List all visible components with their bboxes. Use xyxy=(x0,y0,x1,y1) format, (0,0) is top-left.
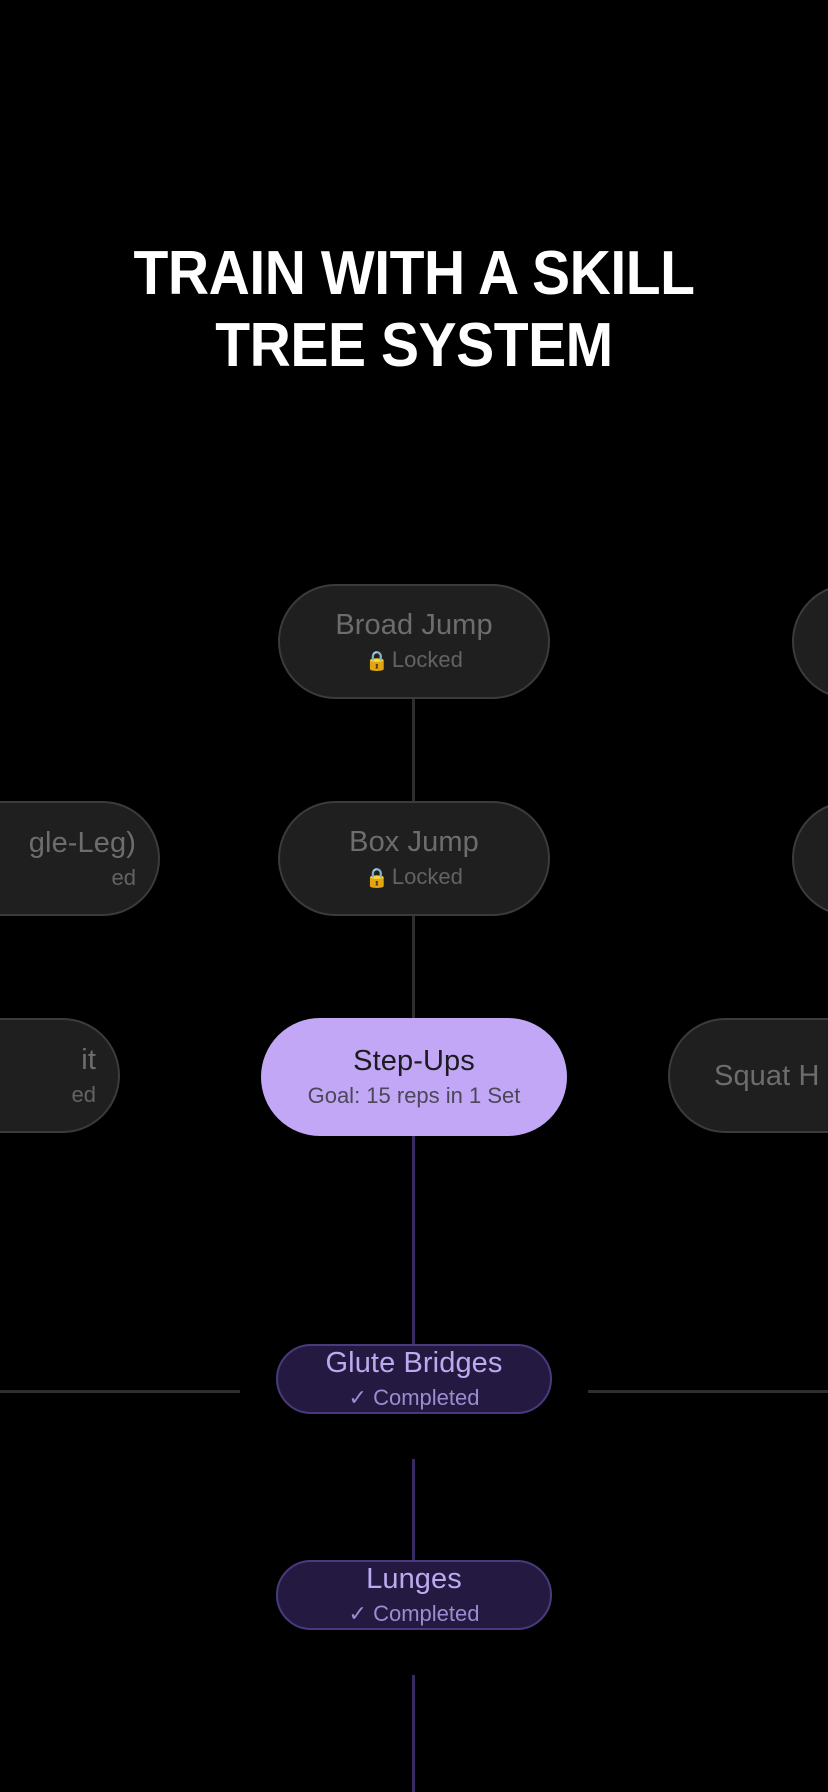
skill-node-status: ed xyxy=(111,864,136,890)
skill-node-title: Glute Bridges xyxy=(325,1347,503,1379)
edge-glute-lunges xyxy=(412,1459,415,1560)
skill-node-left-split[interactable]: it ed xyxy=(0,1018,120,1133)
edge-stepups-glute xyxy=(412,1136,415,1344)
skill-node-status-label: Locked xyxy=(391,863,463,889)
edge-glute-right xyxy=(588,1390,828,1393)
skill-node-status: ✓ Completed xyxy=(348,1601,480,1626)
skill-node-title: Box Jump xyxy=(349,825,479,858)
skill-node-title: Step-Ups xyxy=(353,1045,475,1077)
lock-icon: 🔒 xyxy=(365,650,389,672)
page-title: TRAIN WITH A SKILL TREE SYSTEM xyxy=(133,238,695,380)
skill-node-status: ed xyxy=(71,1081,96,1107)
skill-node-status: 🔒Locked xyxy=(365,646,463,676)
skill-node-lunges[interactable]: Lunges ✓ Completed xyxy=(276,1560,552,1630)
skill-node-right-mid[interactable] xyxy=(792,801,828,916)
skill-node-right-top[interactable] xyxy=(792,584,828,699)
skill-node-title: Lunges xyxy=(366,1563,462,1595)
skill-node-status: ✓ Completed xyxy=(348,1385,480,1410)
skill-node-title: Broad Jump xyxy=(335,608,493,641)
skill-node-glute-bridges[interactable]: Glute Bridges ✓ Completed xyxy=(276,1344,552,1414)
skill-node-goal: Goal: 15 reps in 1 Set xyxy=(307,1083,521,1108)
skill-node-squat-hold[interactable]: Squat H xyxy=(668,1018,828,1133)
edge-broadjump-boxjump xyxy=(412,699,415,801)
edge-lunges-down xyxy=(412,1675,415,1792)
lock-icon: 🔒 xyxy=(365,867,389,889)
skill-node-box-jump[interactable]: Box Jump 🔒Locked xyxy=(278,801,550,916)
edge-glute-left xyxy=(0,1390,240,1393)
skill-node-step-ups[interactable]: Step-Ups Goal: 15 reps in 1 Set xyxy=(261,1018,567,1136)
skill-node-title: it xyxy=(81,1043,96,1076)
edge-boxjump-stepups xyxy=(412,916,415,1018)
skill-node-title: gle-Leg) xyxy=(28,826,136,859)
skill-node-status-label: Locked xyxy=(391,646,463,672)
skill-node-status: 🔒Locked xyxy=(365,863,463,893)
skill-node-left-single-leg[interactable]: gle-Leg) ed xyxy=(0,801,160,916)
skill-node-title: Squat H xyxy=(714,1059,820,1092)
skill-node-broad-jump[interactable]: Broad Jump 🔒Locked xyxy=(278,584,550,699)
